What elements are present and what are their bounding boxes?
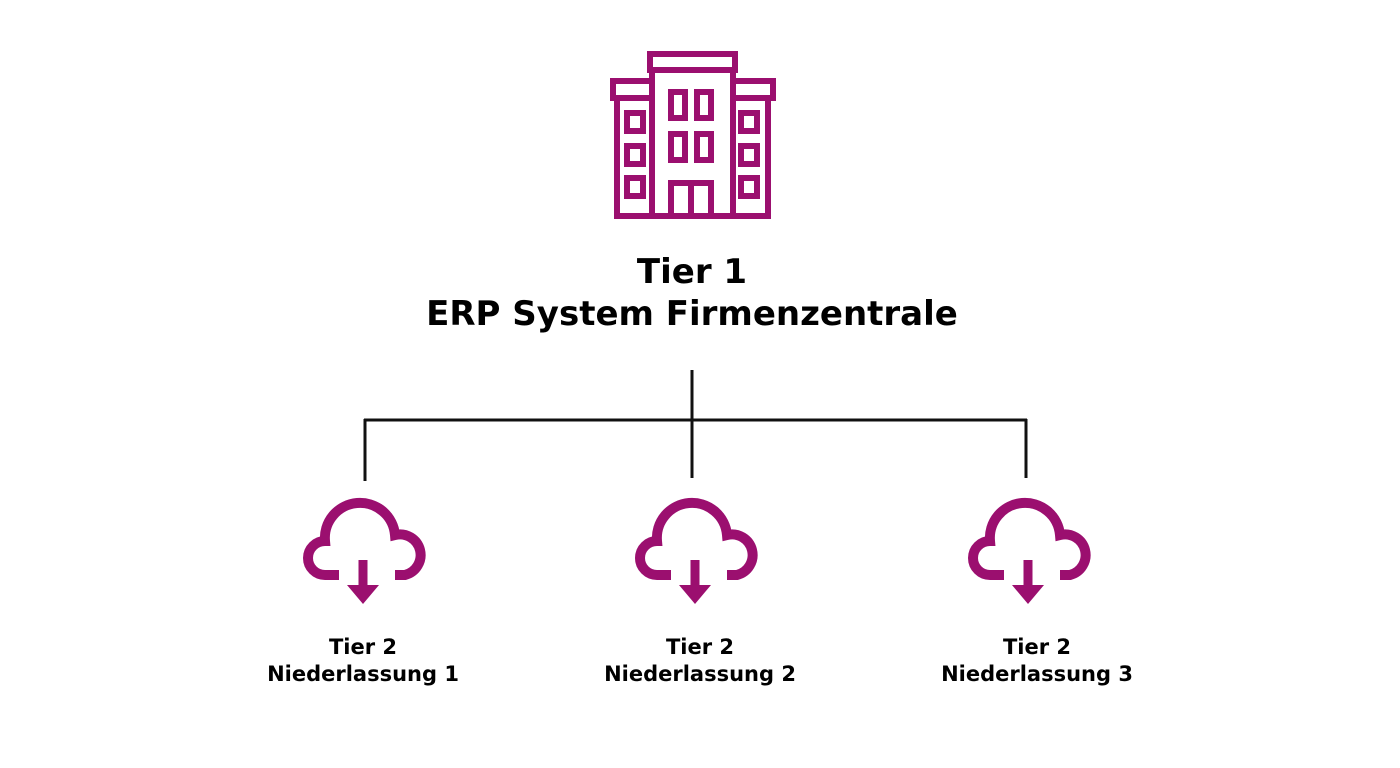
branch-tier: Tier 2 — [328, 635, 398, 659]
branch-tier: Tier 2 — [1002, 635, 1072, 659]
branch-name: Niederlassung 1 — [267, 662, 459, 686]
branch-name: Niederlassung 2 — [604, 662, 796, 686]
branch-node-1: Tier 2 Niederlassung 1 — [233, 634, 493, 688]
office-building-icon — [610, 51, 776, 219]
connector-lines — [363, 370, 1028, 481]
branch-name: Niederlassung 3 — [941, 662, 1133, 686]
root-tier: Tier 1 — [636, 252, 748, 292]
cloud-download-icon — [968, 497, 1091, 604]
branch-node-2: Tier 2 Niederlassung 2 — [570, 634, 830, 688]
root-node-label: Tier 1 ERP System Firmenzentrale — [392, 251, 992, 335]
branch-tier: Tier 2 — [665, 635, 735, 659]
branch-node-3: Tier 2 Niederlassung 3 — [907, 634, 1167, 688]
cloud-download-icon — [635, 497, 758, 604]
cloud-download-icon — [303, 497, 426, 604]
root-name: ERP System Firmenzentrale — [426, 294, 958, 334]
